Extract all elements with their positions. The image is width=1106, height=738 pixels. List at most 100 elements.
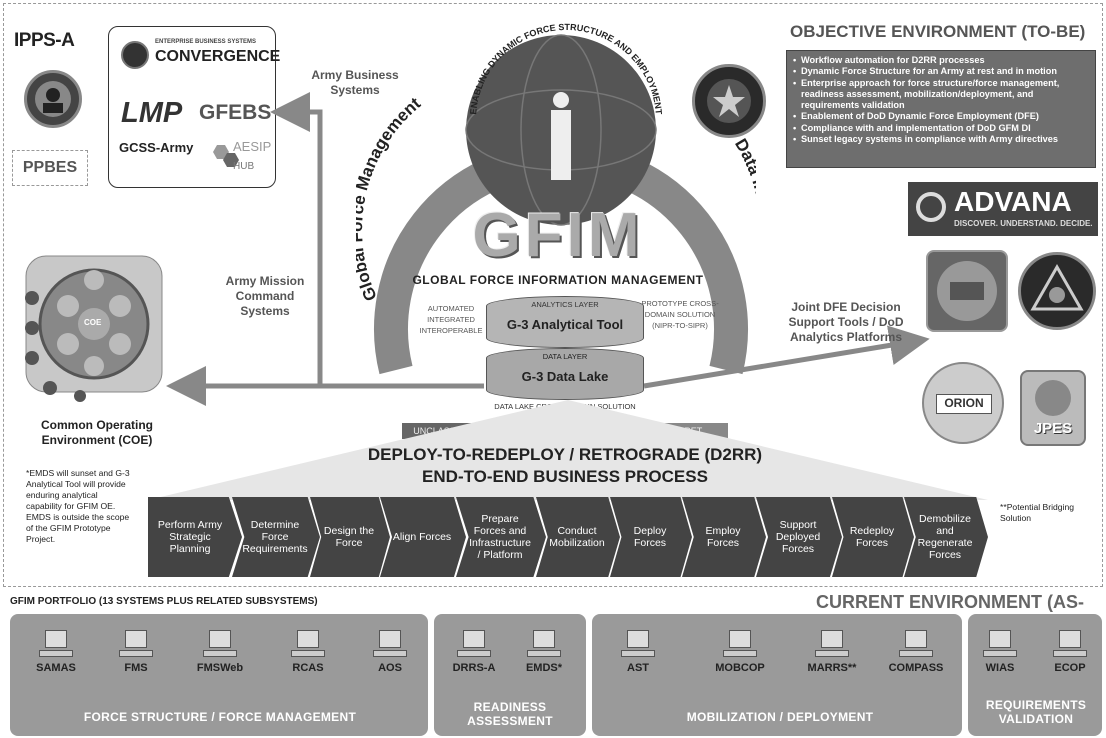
computer-icon — [527, 630, 561, 658]
advana-wordmark: ADVANA — [954, 186, 1072, 217]
system-fms: FMS — [112, 630, 160, 674]
system-drrs-a: DRRS-A — [450, 630, 498, 674]
emds-note: *EMDS will sunset and G-3 Analytical Too… — [26, 468, 130, 544]
computer-icon — [39, 630, 73, 658]
advana-tagline: DISCOVER. UNDERSTAND. DECIDE. — [954, 219, 1093, 228]
computer-icon — [899, 630, 933, 658]
army-mission-command-label: Army Mission Command Systems — [225, 274, 305, 318]
advana-icon — [916, 192, 946, 222]
convergence-subtitle: ENTERPRISE BUSINESS SYSTEMS — [155, 39, 257, 45]
dod-analytics-logo-1 — [926, 250, 1008, 332]
analytics-layer: ANALYTICS LAYER G-3 Analytical Tool — [486, 296, 644, 348]
computer-icon — [723, 630, 757, 658]
computer-icon — [291, 630, 325, 658]
objective-item: Sunset legacy systems in compliance with… — [793, 134, 1089, 146]
gcss-logo: GCSS-Army — [119, 140, 194, 155]
system-samas: SAMAS — [32, 630, 80, 674]
system-compass: COMPASS — [889, 630, 943, 674]
process-step-1: Perform Army Strategic Planning — [148, 497, 242, 577]
process-step-8: Employ Forces — [682, 497, 766, 577]
system-wias: WIAS — [976, 630, 1024, 674]
objective-item: Enablement of DoD Dynamic Force Employme… — [793, 111, 1089, 123]
orion-wordmark: ORION — [936, 394, 992, 414]
arc-right-text: Data Initiative — [731, 135, 756, 250]
system-rcas: RCAS — [284, 630, 332, 674]
process-step-9: Support Deployed Forces — [756, 497, 842, 577]
gfebs-logo: GFEBS — [199, 101, 272, 124]
computer-icon — [457, 630, 491, 658]
army-business-label: Army Business Systems — [311, 68, 399, 97]
d2rr-line1: DEPLOY-TO-REDEPLOY / RETROGRADE (D2RR) — [367, 445, 763, 464]
gfim-globe-graphic: ENABLING DYNAMIC FORCE STRUCTURE AND EMP… — [356, 22, 756, 375]
convergence-icon — [121, 41, 149, 69]
d2rr-line2: END-TO-END BUSINESS PROCESS — [422, 467, 708, 486]
jpes-logo: JPES — [1020, 370, 1086, 446]
group-label-force-structure: FORCE STRUCTURE / FORCE MANAGEMENT — [83, 710, 357, 724]
dod-analytics-logo-2 — [1018, 252, 1096, 330]
upper-frame — [3, 3, 1103, 587]
g3-analytical-tool: G-3 Analytical Tool — [506, 317, 624, 332]
svg-text:Data Initiative: Data Initiative — [731, 135, 756, 250]
seal-logo — [24, 70, 82, 128]
coe-center-label: COE — [84, 318, 102, 327]
aesip-hex-icon — [209, 143, 239, 171]
g3-data-lake: G-3 Data Lake — [521, 369, 609, 384]
coe-graphic: COE — [10, 248, 178, 408]
process-step-10: Redeploy Forces — [832, 497, 914, 577]
cross-domain-note: PROTOTYPE CROSS-DOMAIN SOLUTION (NIPR-TO… — [641, 299, 719, 330]
hub-label: HUB — [233, 161, 255, 172]
gfim-logo: GFIM — [472, 201, 644, 270]
automated-note: AUTOMATED INTEGRATED INTEROPERABLE — [419, 304, 483, 335]
group-label-requirements: REQUIREMENTS VALIDATION — [985, 698, 1087, 726]
system-fmsweb: FMSWeb — [196, 630, 244, 674]
process-step-5: Prepare Forces and Infrastructure / Plat… — [456, 497, 546, 577]
objective-item: Enterprise approach for force structure/… — [793, 78, 1089, 112]
group-label-mobilization: MOBILIZATION / DEPLOYMENT — [686, 710, 874, 724]
analytics-layer-label: ANALYTICS LAYER — [531, 300, 599, 309]
group-mobilization — [592, 614, 962, 736]
system-marrs: MARRS** — [808, 630, 856, 674]
jpes-wordmark: JPES — [1033, 420, 1073, 437]
advana-logo: ADVANA DISCOVER. UNDERSTAND. DECIDE. — [908, 182, 1098, 236]
army-staff-seal — [692, 64, 766, 138]
process-step-11: Demobilize and Regenerate Forces — [904, 497, 988, 577]
computer-icon — [1053, 630, 1087, 658]
objective-box: Workflow automation for D2RR processes D… — [786, 50, 1096, 168]
objective-item: Compliance with and implementation of Do… — [793, 123, 1089, 135]
d2rr-title: DEPLOY-TO-REDEPLOY / RETROGRADE (D2RR) E… — [300, 444, 830, 488]
computer-icon — [815, 630, 849, 658]
computer-icon — [119, 630, 153, 658]
group-label-readiness: READINESS ASSESSMENT — [467, 700, 553, 728]
orion-logo: ORION — [922, 362, 1004, 444]
coe-label: Common Operating Environment (COE) — [40, 418, 153, 447]
aesip-logo: AESIP — [233, 139, 272, 154]
bridging-note: **Potential Bridging Solution — [1000, 502, 1075, 523]
process-step-3: Design the Force — [310, 497, 390, 577]
ppbes-box: PPBES — [12, 150, 88, 186]
system-ecop: ECOP — [1046, 630, 1094, 674]
system-emds: EMDS* — [520, 630, 568, 674]
system-aos: AOS — [366, 630, 414, 674]
computer-icon — [983, 630, 1017, 658]
process-step-7: Deploy Forces — [610, 497, 692, 577]
objective-item: Dynamic Force Structure for an Army at r… — [793, 66, 1089, 78]
computer-icon — [621, 630, 655, 658]
data-layer-label: DATA LAYER — [542, 352, 588, 361]
computer-icon — [373, 630, 407, 658]
process-step-4: Align Forces — [380, 497, 466, 577]
process-step-6: Conduct Mobilization — [536, 497, 620, 577]
ppbes-label: PPBES — [22, 159, 78, 176]
ippsa-logo: IPPS-A — [14, 30, 75, 51]
system-ast: AST — [614, 630, 662, 674]
data-layer: DATA LAYER G-3 Data Lake — [486, 348, 644, 400]
objective-item: Workflow automation for D2RR processes — [793, 55, 1089, 67]
system-mobcop: MOBCOP — [715, 630, 765, 674]
process-step-2: Determine Force Requirements — [232, 497, 320, 577]
portfolio-title: GFIM PORTFOLIO (13 SYSTEMS PLUS RELATED … — [10, 596, 318, 607]
convergence-logo: CONVERGENCE — [155, 48, 281, 65]
objective-title: OBJECTIVE ENVIRONMENT (TO-BE) — [790, 22, 1086, 41]
computer-icon — [203, 630, 237, 658]
group-readiness — [434, 614, 586, 736]
lmp-logo: LMP — [121, 97, 183, 129]
